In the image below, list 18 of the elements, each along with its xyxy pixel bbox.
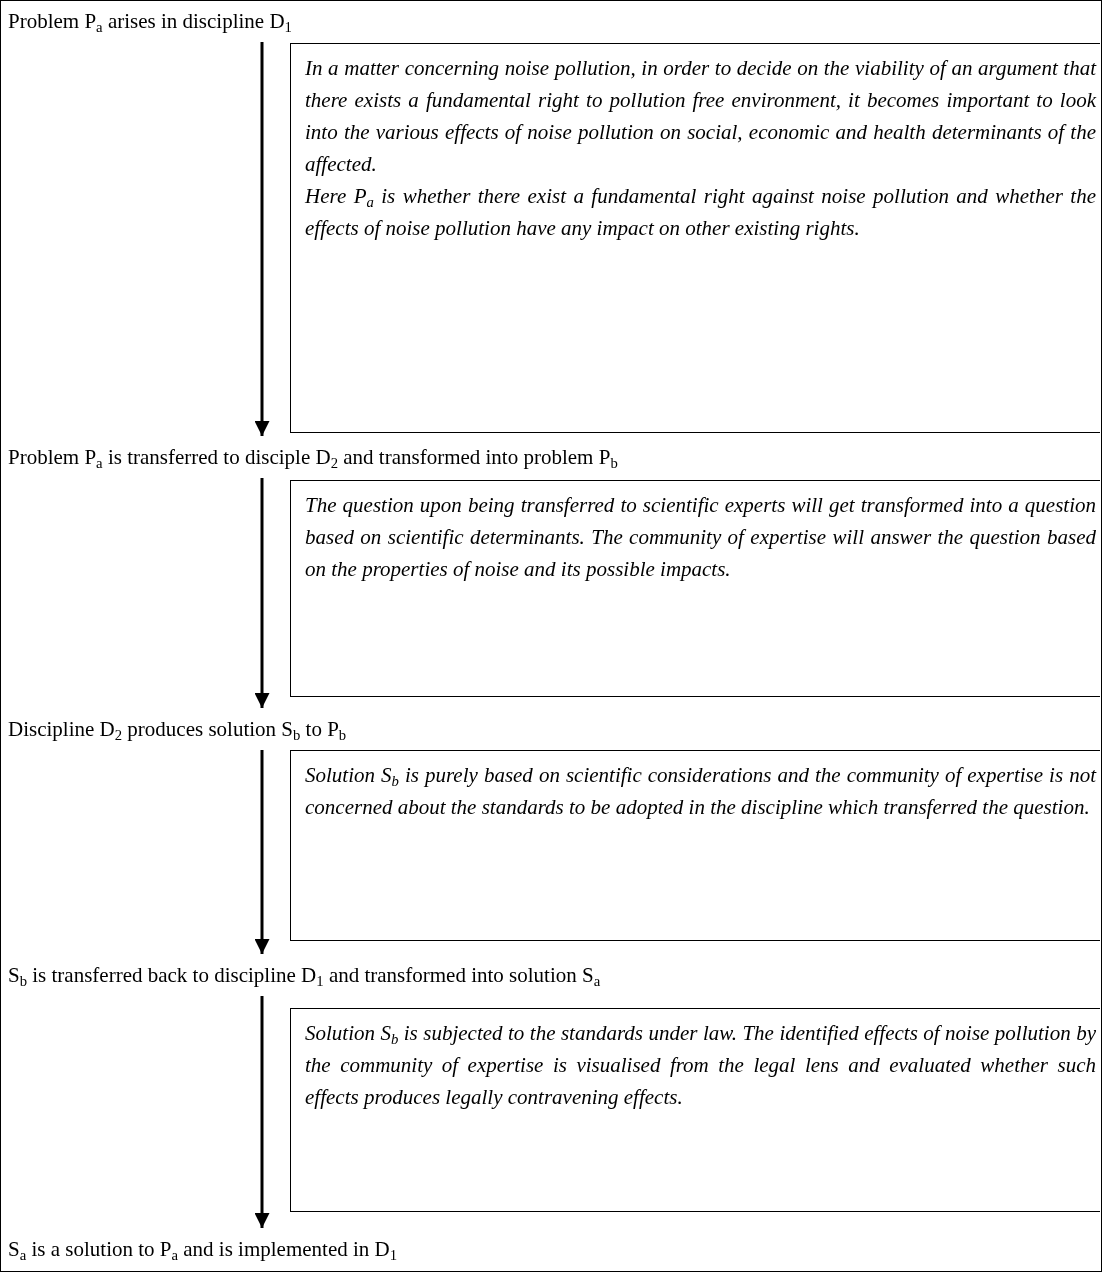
paragraph: In a matter concerning noise pollution, in order to decide on the viability of an argument that there exists a fundamental right to pollution free environment, it becomes important to look into the various effects of noise pollution on social, economic and health determinants of the affected. [305, 55, 1096, 178]
step-text: S$_{a}$ is a solution to P$_{a}$ and is implemented in D$_{1}$ [8, 1237, 398, 1261]
paragraph: The question upon being transferred to scientific experts will get transformed into a question based on scientific determinants. The community of expertise will answer the question based on the properties of noise and its possible impacts. [305, 492, 1096, 583]
arrow [254, 478, 270, 708]
text-box [290, 480, 1100, 697]
step-text: Problem P$_{a}$ is transferred to disciple D$_{2}$ and transformed into problem P$_{b}$ [8, 445, 618, 469]
arrow [254, 750, 270, 954]
step-text: Problem P$_{a}$ arises in discipline D$_{1}$ [8, 9, 292, 33]
text-box [290, 43, 1100, 433]
arrow [254, 996, 270, 1228]
step-text: Discipline D$_{2}$ produces solution S$_{b}$ to P$_{b}$ [8, 717, 347, 741]
paragraph: Here P$_{a}$ is whether there exist a fundamental right against noise pollution and whether the effects of noise pollution have any impact on other existing rights. [305, 183, 1096, 242]
arrow [254, 42, 270, 436]
paragraph: Solution S$_{b}$ is purely based on scientific considerations and the community of expertise is not concerned about the standards to be adopted in the discipline which transferred the question. [305, 762, 1096, 821]
text-box [290, 750, 1100, 941]
paragraph: Solution S$_{b}$ is subjected to the standards under law. The identified effects of noise pollution by the community of expertise is visualised from the legal lens and evaluated whether such effects produces legally contravening effects. [305, 1020, 1096, 1111]
text-box [290, 1008, 1100, 1212]
step-text: S$_{b}$ is transferred back to discipline D$_{1}$ and transformed into solution S$_{a}$ [8, 963, 601, 987]
